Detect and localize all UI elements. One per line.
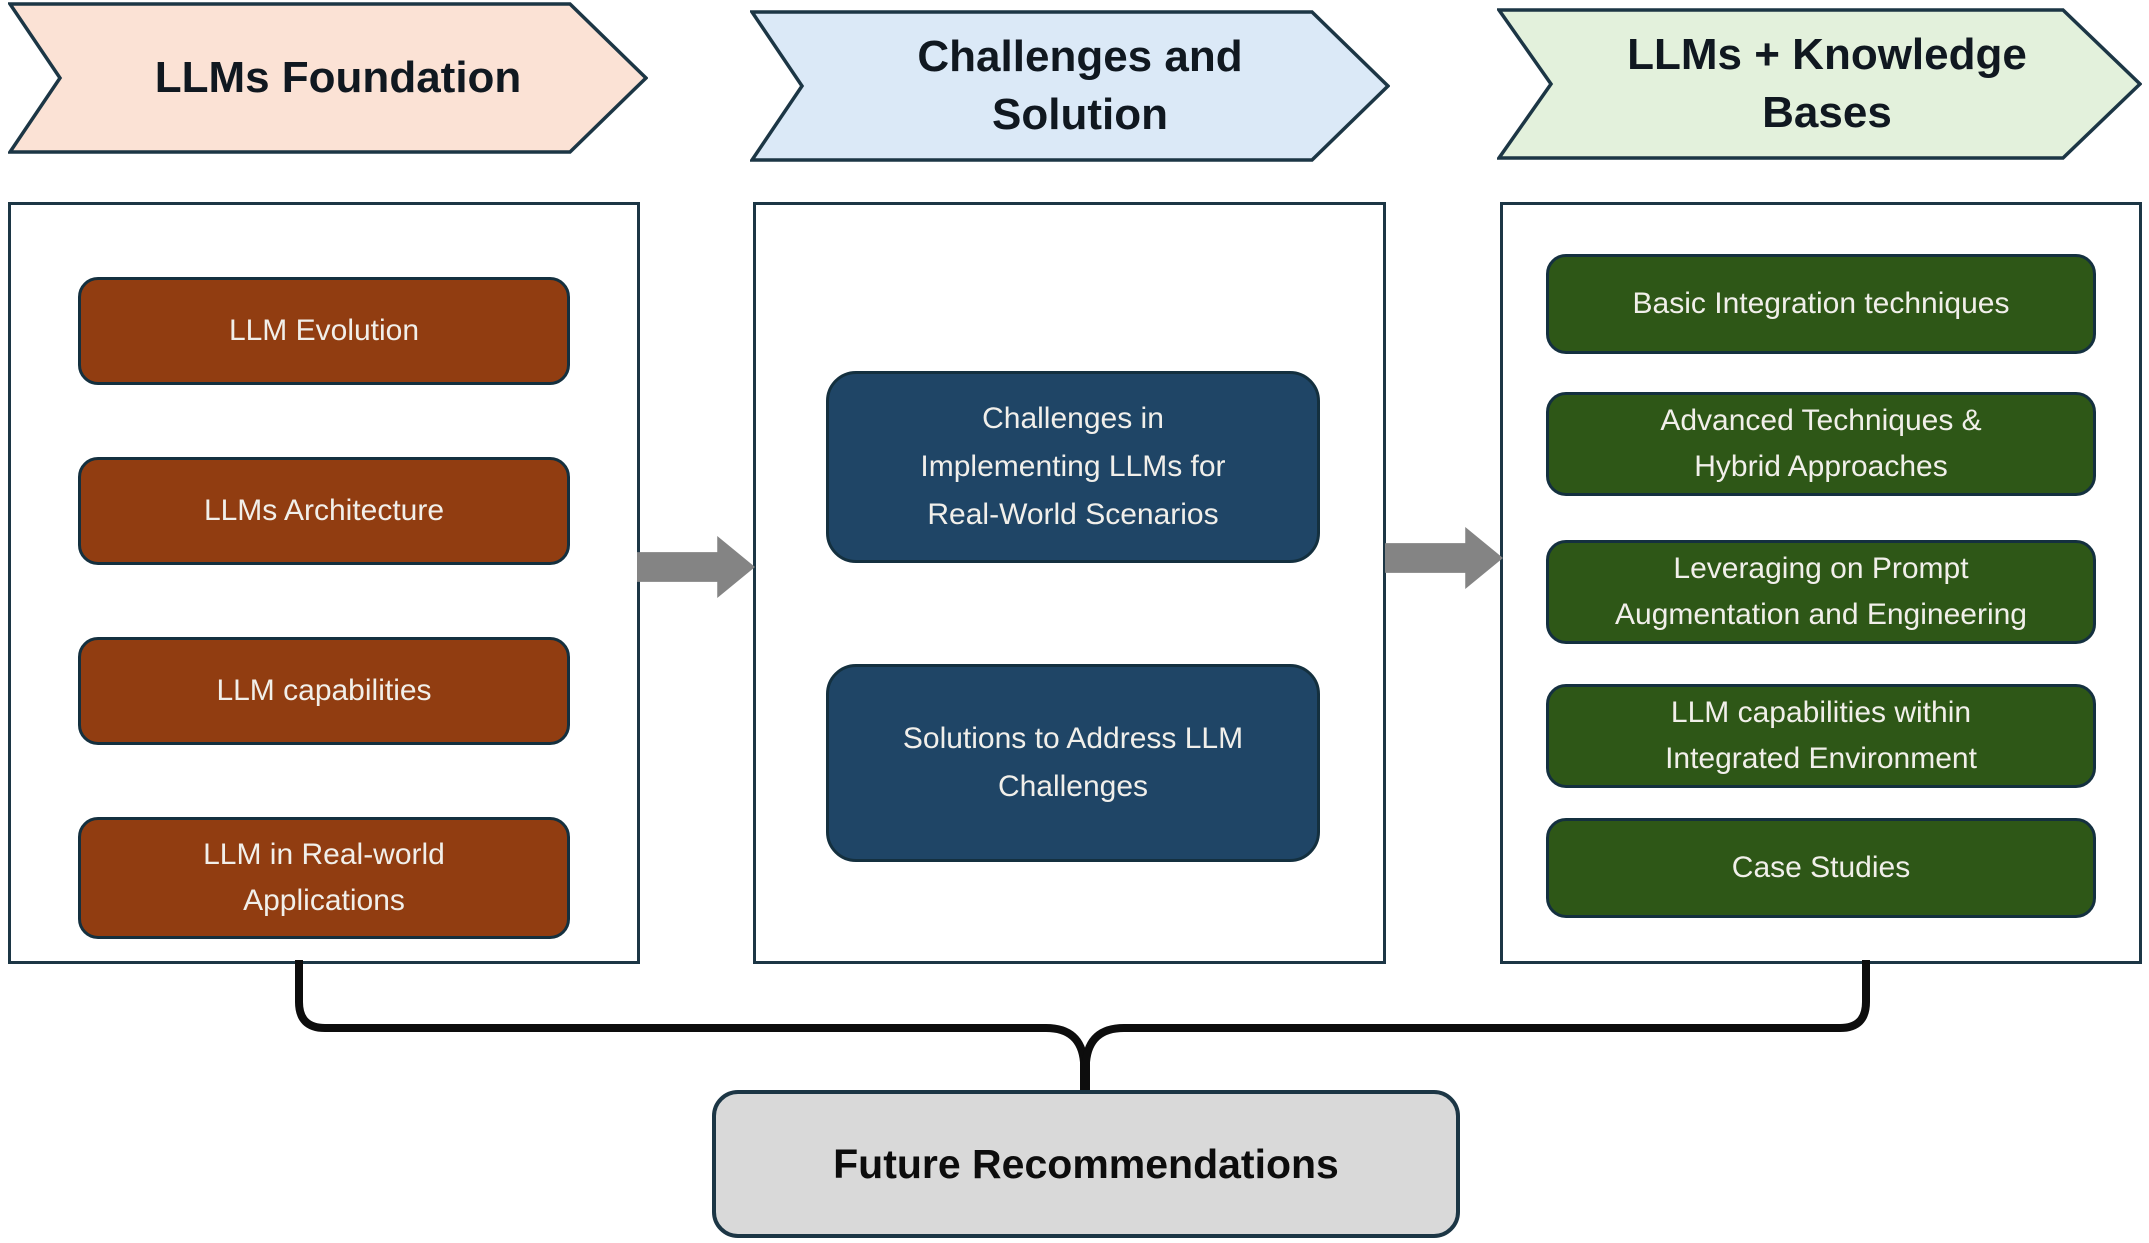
node-case-studies: Case Studies <box>1546 818 2096 918</box>
chevron-banner-shape <box>8 2 648 154</box>
node-prompt-augmentation-engineering: Leveraging on Prompt Augmentation and En… <box>1546 540 2096 644</box>
node-future-recommendations: Future Recommendations <box>712 1090 1460 1238</box>
banner-llms-foundation: LLMs Foundation <box>8 2 648 154</box>
node-llm-real-world-applications: LLM in Real-world Applications <box>78 817 570 939</box>
node-llm-capabilities: LLM capabilities <box>78 637 570 745</box>
chevron-banner-shape <box>1497 8 2142 160</box>
banner-label: LLMs Foundation <box>154 53 522 102</box>
banner-llms-knowledge-bases: LLMs + Knowledge Bases <box>1497 8 2142 160</box>
column-challenges-solution: Challenges in Implementing LLMs for Real… <box>753 202 1386 964</box>
node-basic-integration-techniques: Basic Integration techniques <box>1546 254 2096 354</box>
node-llm-evolution: LLM Evolution <box>78 277 570 385</box>
banner-challenges-solution: Challenges and Solution <box>750 10 1390 162</box>
node-llm-capabilities-integrated-env: LLM capabilities within Integrated Envir… <box>1546 684 2096 788</box>
node-llms-architecture: LLMs Architecture <box>78 457 570 565</box>
node-advanced-techniques-hybrid: Advanced Techniques & Hybrid Approaches <box>1546 392 2096 496</box>
right-arrow-icon <box>637 536 755 598</box>
banner-label: LLMs + Knowledge Bases <box>1627 30 2027 137</box>
column-llms-knowledge-bases: Basic Integration techniques Advanced Te… <box>1500 202 2142 964</box>
node-challenges-implementing-llms: Challenges in Implementing LLMs for Real… <box>826 371 1320 563</box>
column-llms-foundation: LLM Evolution LLMs Architecture LLM capa… <box>8 202 640 964</box>
chevron-banner-shape <box>750 10 1390 162</box>
banner-label: Challenges and Solution <box>917 32 1243 139</box>
right-arrow-icon <box>1385 527 1503 589</box>
node-solutions-address-llm-challenges: Solutions to Address LLM Challenges <box>826 664 1320 862</box>
